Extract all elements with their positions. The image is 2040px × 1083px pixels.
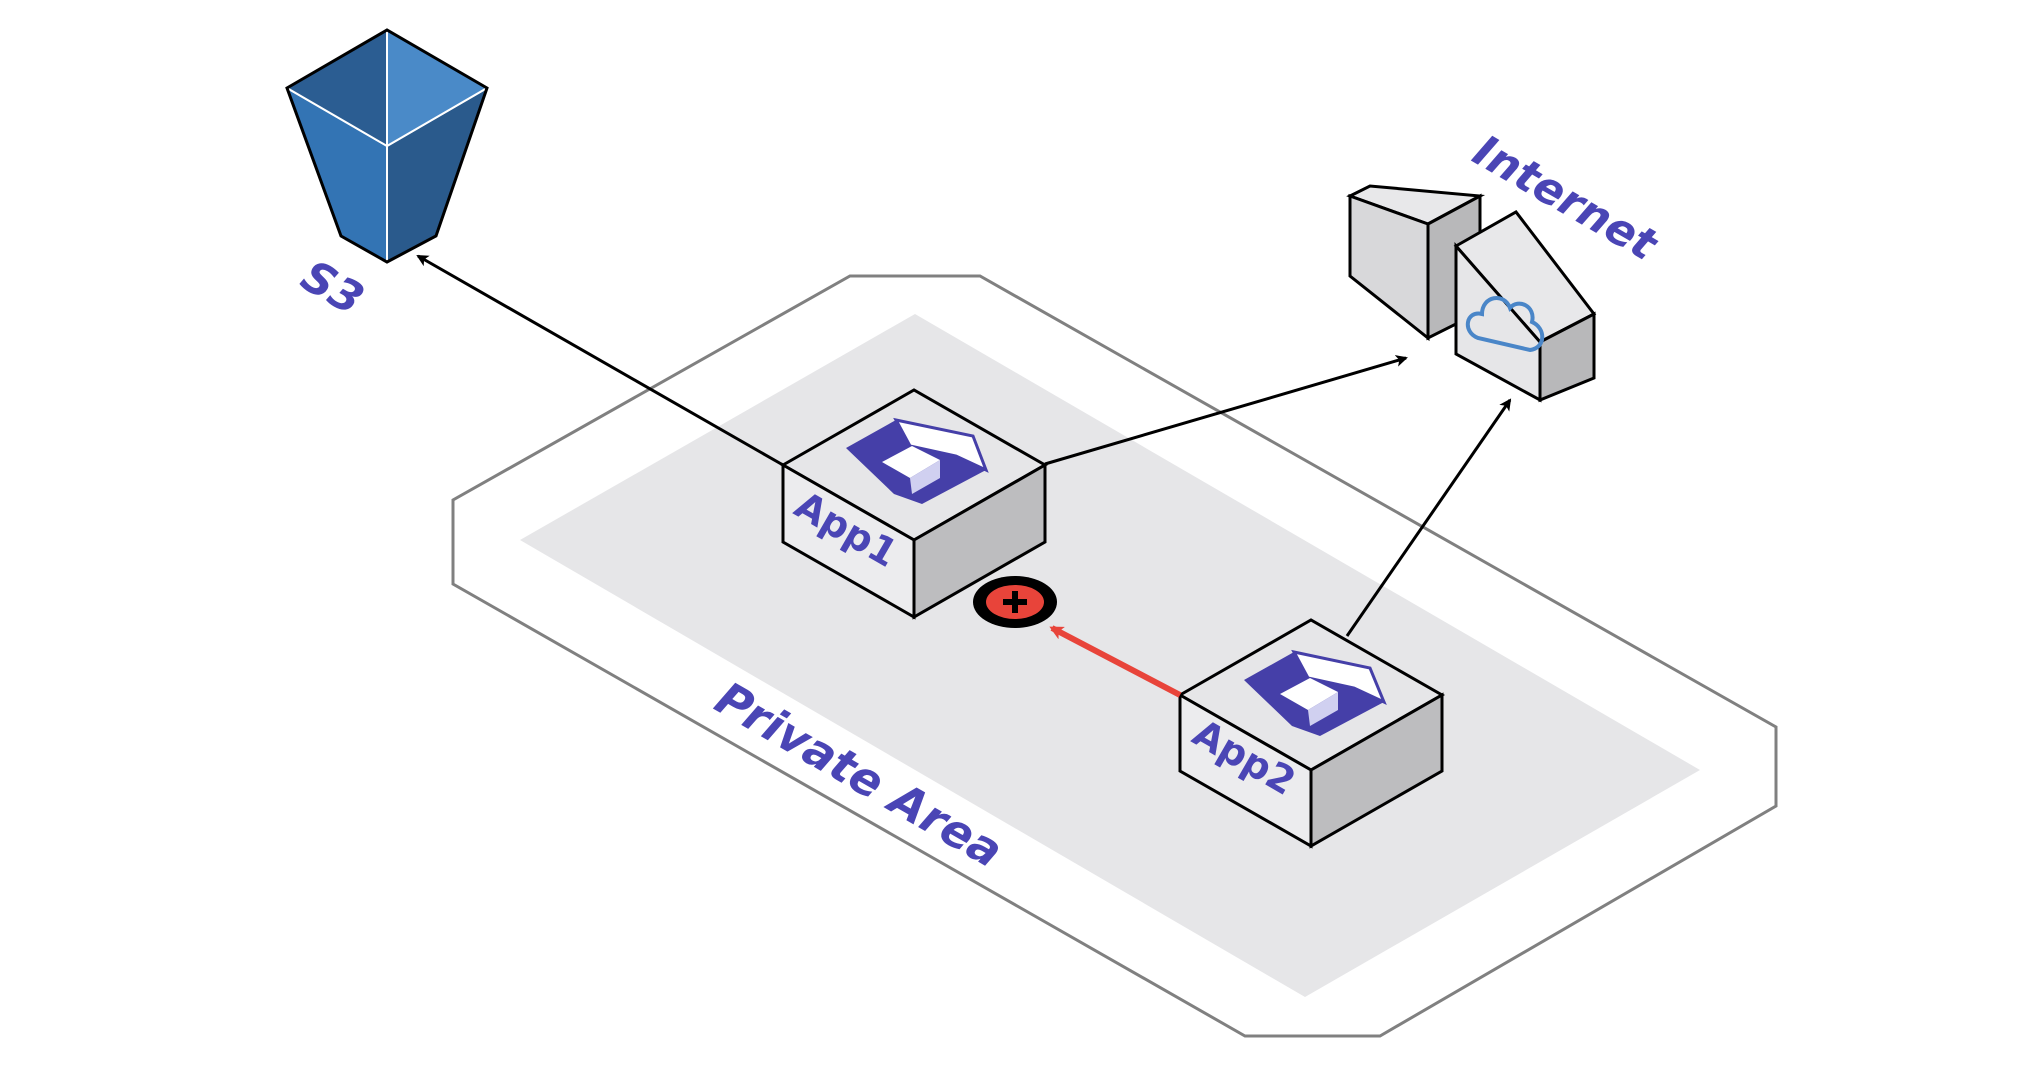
internet-gateway-icon (1346, 184, 1597, 403)
app1-node[interactable] (779, 388, 1049, 620)
cloud-icon (1466, 296, 1545, 353)
connection-app2-internet (1345, 398, 1512, 637)
app-logo-icon (1244, 649, 1387, 736)
s3-bucket-icon (285, 28, 489, 264)
connection-app1-internet (1044, 355, 1408, 466)
app2-node[interactable] (1176, 618, 1446, 849)
s3-label: S3 (293, 250, 372, 325)
blocked-connection-icon (973, 576, 1057, 628)
connection-app1-s3 (416, 254, 784, 467)
app-logo-icon (846, 417, 989, 504)
connection-app2-app1-blocked (1049, 625, 1182, 698)
